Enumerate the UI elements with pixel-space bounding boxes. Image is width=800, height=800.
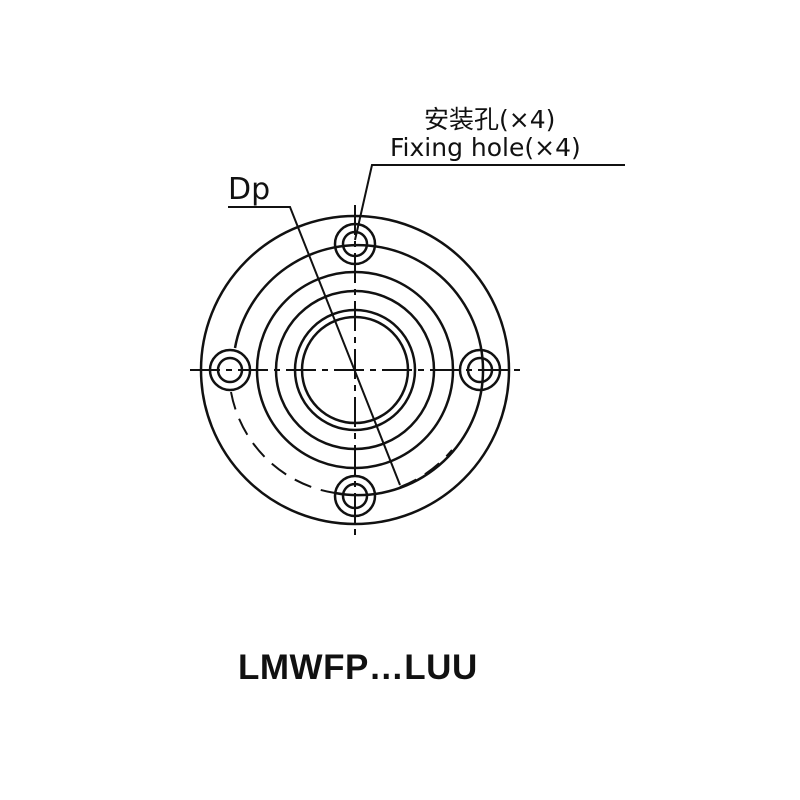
- fixing-hole-label-en: Fixing hole(×4): [390, 133, 581, 162]
- fixing-hole-leader: [354, 164, 625, 241]
- pitch-circle: [233, 243, 485, 497]
- dp-label: Dp: [228, 172, 271, 207]
- center-lines: [190, 205, 522, 536]
- dp-leader: [228, 206, 401, 486]
- model-title: LMWFP…LUU: [238, 648, 478, 687]
- pitch-circle-dashed-right: [399, 449, 453, 488]
- fixing-hole-label-cn: 安装孔(×4): [424, 105, 556, 134]
